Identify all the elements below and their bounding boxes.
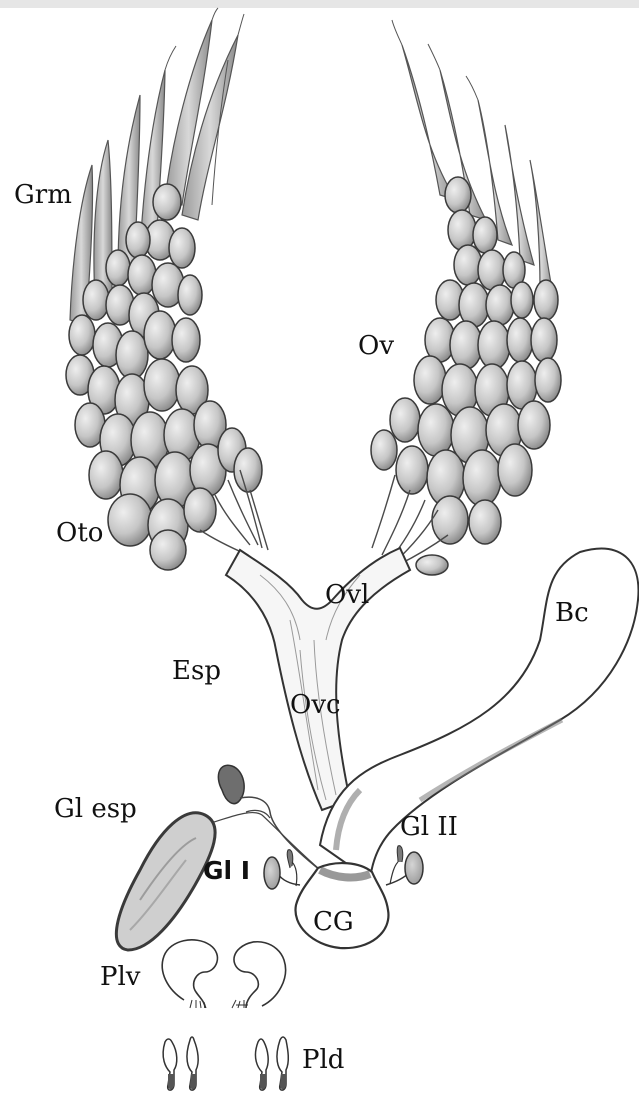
ventral-valves <box>162 940 285 1008</box>
label-dorsal-valves: Pld <box>302 1047 344 1073</box>
label-spermatheca: Esp <box>172 658 221 684</box>
label-ventral-valves: Plv <box>100 964 141 990</box>
spermatheca <box>214 765 320 870</box>
label-lateral-oviduct: Ovl <box>325 582 369 608</box>
accessory-gland-i <box>264 850 300 889</box>
right-oocytes <box>371 177 561 575</box>
left-ovary <box>66 8 268 570</box>
label-accessory-gland-ii: Gl II <box>400 814 458 840</box>
dorsal-valves <box>163 1037 288 1090</box>
label-ovary: Ov <box>358 333 394 359</box>
label-ovariole: Oto <box>56 520 103 546</box>
label-spermathecal-gland: Gl esp <box>54 796 137 822</box>
right-ovary <box>371 20 561 575</box>
label-accessory-gland-i: Gl I <box>203 858 250 883</box>
accessory-gland-ii <box>386 846 423 885</box>
right-terminal-filaments <box>392 20 478 100</box>
label-germarium: Grm <box>14 182 72 208</box>
spermathecal-gland <box>116 813 215 950</box>
label-bursa-copulatrix: Bc <box>555 600 589 626</box>
label-common-oviduct: Ovc <box>290 692 341 718</box>
label-genital-chamber: CG <box>313 909 354 935</box>
